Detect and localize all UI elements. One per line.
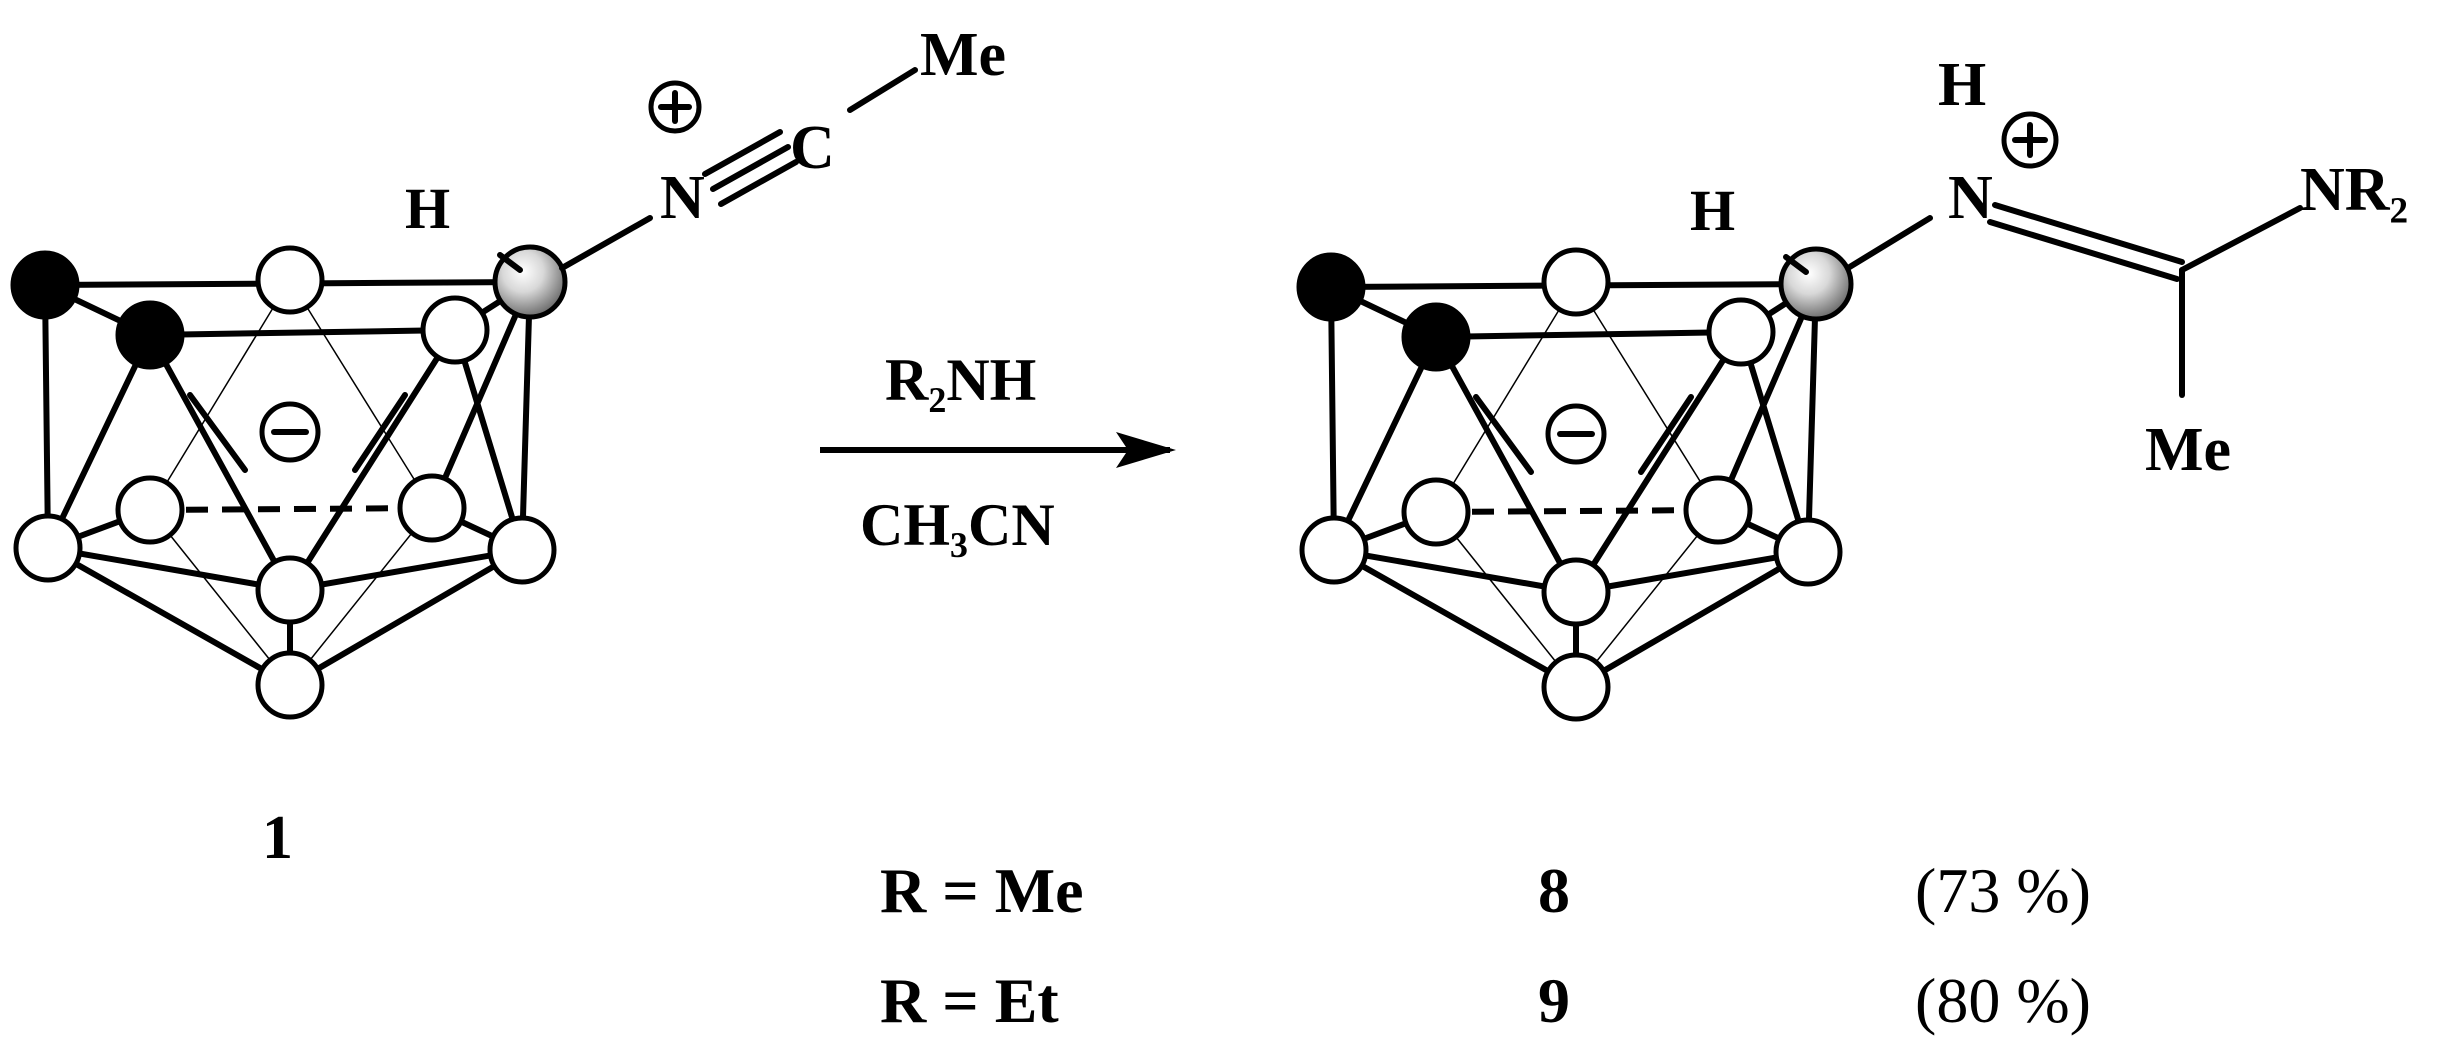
result-compound: 9 — [1538, 965, 1570, 1036]
boron-atom — [1401, 477, 1471, 547]
reagent-label: R₂NH — [885, 347, 1036, 413]
reactant-substituent: H N C Me — [405, 21, 1006, 273]
result-condition: R = Et — [880, 965, 1059, 1036]
product-nh-h-label: H — [1938, 51, 1986, 119]
reactant-cage — [10, 244, 568, 720]
reactant-n-label: N — [660, 164, 705, 232]
product-n-label: N — [1948, 164, 1993, 232]
boron-atom — [1541, 557, 1611, 627]
reactant-c-label: C — [790, 114, 835, 182]
carbon-atom — [10, 250, 80, 320]
carbon-atom — [115, 300, 185, 370]
product-cage — [1296, 246, 1854, 722]
result-yield: (73 %) — [1915, 855, 2091, 926]
result-compound: 8 — [1538, 855, 1570, 926]
product-me-label: Me — [2145, 416, 2231, 484]
result-condition: R = Me — [880, 855, 1084, 926]
boron-atom — [1706, 297, 1776, 367]
cage-bonds — [42, 279, 533, 688]
product-h-label: H — [1690, 178, 1735, 243]
product-nr2-label: NR₂ — [2300, 156, 2408, 224]
carbon-atom — [1296, 252, 1366, 322]
reactant-me-label: Me — [920, 21, 1006, 89]
boron-atom — [1773, 517, 1843, 587]
boron-atom — [255, 555, 325, 625]
result-yield: (80 %) — [1915, 965, 2091, 1036]
product-substituent: H H N NR₂ Me — [1690, 51, 2408, 484]
boron-atom — [255, 245, 325, 315]
solvent-label: CH₃CN — [860, 492, 1055, 558]
reactant-compound-label: 1 — [262, 804, 293, 872]
boron-atom — [13, 513, 83, 583]
boron-atom — [420, 295, 490, 365]
boron-atom — [115, 475, 185, 545]
boron-atom — [1299, 515, 1369, 585]
boron-atom — [487, 515, 557, 585]
boron-atom — [1541, 247, 1611, 317]
reactant-h-label: H — [405, 176, 450, 241]
carbon-atom — [1401, 302, 1471, 372]
boron-atom — [255, 650, 325, 720]
boron-atom — [397, 473, 467, 543]
boron-atom — [1683, 475, 1753, 545]
boron-atom — [1541, 652, 1611, 722]
results-table: R = Me 8 (73 %) R = Et 9 (80 %) — [880, 855, 2091, 1036]
